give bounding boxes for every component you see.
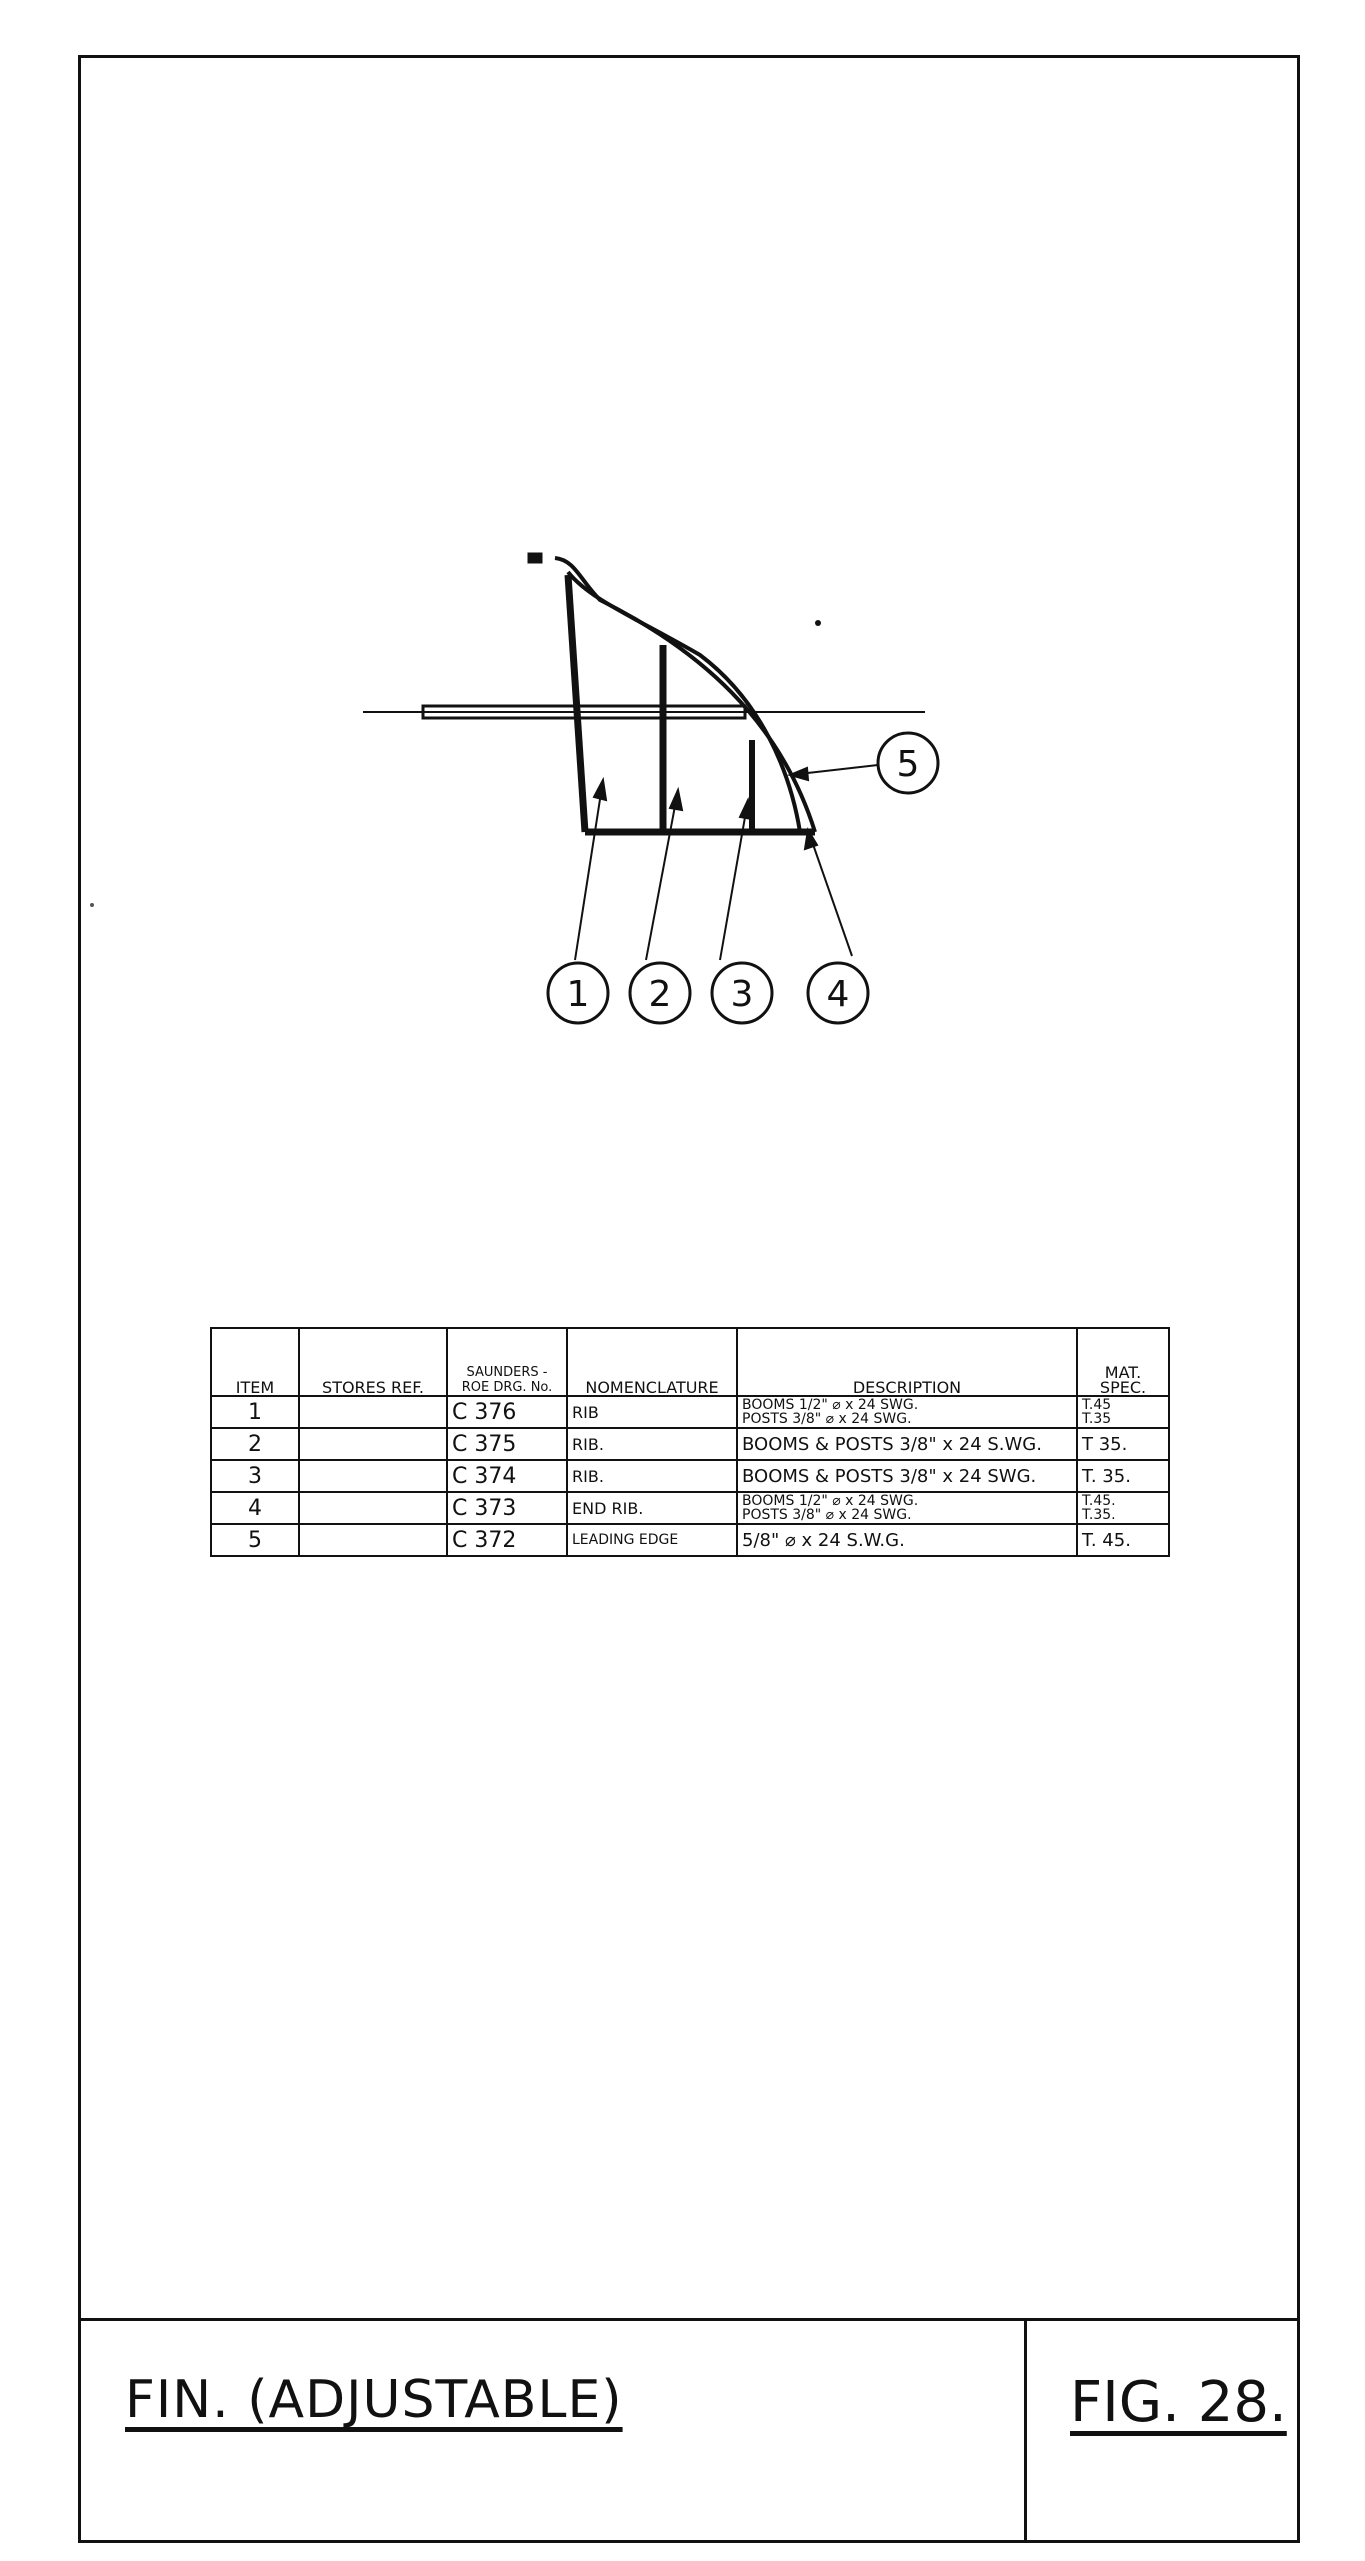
table-row: 2 C 375 RIB. BOOMS & POSTS 3/8" x 24 S.W… xyxy=(210,1427,1170,1461)
cell-drg-no: C 375 xyxy=(446,1427,568,1461)
cell-description: BOOMS & POSTS 3/8" x 24 S.WG. xyxy=(736,1427,1078,1461)
callout-4: 4 xyxy=(827,974,850,1015)
cell-drg-no: C 373 xyxy=(446,1491,568,1525)
callout-1: 1 xyxy=(567,974,590,1015)
cell-nomenclature: RIB. xyxy=(566,1459,738,1493)
description-line: BOOMS & POSTS 3/8" x 24 SWG. xyxy=(742,1465,1037,1487)
cell-nomenclature: END RIB. xyxy=(566,1491,738,1525)
title-block-divider xyxy=(1024,2318,1027,2543)
fin-diagram: 1 2 3 4 5 xyxy=(90,552,940,1025)
leading-edge-inner xyxy=(566,570,802,833)
cell-mat-spec: T 35. xyxy=(1076,1427,1170,1461)
table-row: 5 C 372 LEADING EDGE 5/8" ⌀ x 24 S.W.G. … xyxy=(210,1523,1170,1557)
title-block xyxy=(78,2318,1300,2543)
header-mat-spec: MAT. SPEC. xyxy=(1076,1327,1170,1397)
cell-stores-ref xyxy=(298,1459,448,1493)
cell-drg-no: C 376 xyxy=(446,1395,568,1429)
parts-table: ITEM STORES REF. SAUNDERS - ROE DRG. No.… xyxy=(210,1327,1170,1557)
mat-spec-line: T. 35. xyxy=(1082,1465,1131,1487)
cell-stores-ref xyxy=(298,1427,448,1461)
header-drg-no: SAUNDERS - ROE DRG. No. xyxy=(446,1327,568,1397)
cell-drg-no: C 372 xyxy=(446,1523,568,1557)
callout-circle-1 xyxy=(546,961,610,1025)
header-item: ITEM xyxy=(210,1327,300,1397)
mat-spec-line: T 35. xyxy=(1082,1433,1128,1455)
cell-item: 2 xyxy=(210,1427,300,1461)
mat-spec-line: T.35. xyxy=(1082,1507,1116,1523)
cell-mat-spec: T.45 T.35 xyxy=(1076,1395,1170,1429)
header-nomenclature: NOMENCLATURE xyxy=(566,1327,738,1397)
description-line: POSTS 3/8" ⌀ x 24 SWG. xyxy=(742,1411,912,1427)
cell-description: BOOMS 1/2" ⌀ x 24 SWG. POSTS 3/8" ⌀ x 24… xyxy=(736,1491,1078,1525)
cell-item: 3 xyxy=(210,1459,300,1493)
cell-item: 1 xyxy=(210,1395,300,1429)
hinge-tube xyxy=(421,704,747,720)
mat-spec-line: T.35 xyxy=(1082,1411,1112,1427)
cell-description: 5/8" ⌀ x 24 S.W.G. xyxy=(736,1523,1078,1557)
mat-spec-line: T.45. xyxy=(1082,1493,1116,1509)
cell-drg-no: C 374 xyxy=(446,1459,568,1493)
callout-circle-2 xyxy=(628,961,692,1025)
description-line: BOOMS 1/2" ⌀ x 24 SWG. xyxy=(742,1493,919,1509)
cell-item: 5 xyxy=(210,1523,300,1557)
description-line: BOOMS 1/2" ⌀ x 24 SWG. xyxy=(742,1397,919,1413)
mount-fitting xyxy=(527,552,543,564)
table-row: 4 C 373 END RIB. BOOMS 1/2" ⌀ x 24 SWG. … xyxy=(210,1491,1170,1525)
drawing-border xyxy=(78,55,1300,2543)
cell-mat-spec: T. 35. xyxy=(1076,1459,1170,1493)
leading-edge-outer xyxy=(554,556,817,833)
header-description: DESCRIPTION xyxy=(736,1327,1078,1397)
table-row: 1 C 376 RIB BOOMS 1/2" ⌀ x 24 SWG. POSTS… xyxy=(210,1395,1170,1429)
cell-nomenclature: RIB xyxy=(566,1395,738,1429)
table-row: 3 C 374 RIB. BOOMS & POSTS 3/8" x 24 SWG… xyxy=(210,1459,1170,1493)
cell-stores-ref xyxy=(298,1491,448,1525)
cell-description: BOOMS 1/2" ⌀ x 24 SWG. POSTS 3/8" ⌀ x 24… xyxy=(736,1395,1078,1429)
callout-2: 2 xyxy=(649,974,672,1015)
mat-spec-line: T.45 xyxy=(1082,1397,1112,1413)
callout-5: 5 xyxy=(897,744,920,785)
cell-nomenclature: LEADING EDGE xyxy=(566,1523,738,1557)
callout-circle-3 xyxy=(710,961,774,1025)
callout-circle-5 xyxy=(876,731,940,795)
cell-item: 4 xyxy=(210,1491,300,1525)
cell-mat-spec: T.45. T.35. xyxy=(1076,1491,1170,1525)
cell-nomenclature: RIB. xyxy=(566,1427,738,1461)
callout-circle-4 xyxy=(806,961,870,1025)
description-line: 5/8" ⌀ x 24 S.W.G. xyxy=(742,1529,905,1551)
description-line: POSTS 3/8" ⌀ x 24 SWG. xyxy=(742,1507,912,1523)
table-header-row: ITEM STORES REF. SAUNDERS - ROE DRG. No.… xyxy=(210,1327,1170,1397)
header-stores-ref: STORES REF. xyxy=(298,1327,448,1397)
cell-stores-ref xyxy=(298,1523,448,1557)
cell-stores-ref xyxy=(298,1395,448,1429)
cell-description: BOOMS & POSTS 3/8" x 24 SWG. xyxy=(736,1459,1078,1493)
rib-1 xyxy=(564,574,589,833)
cell-mat-spec: T. 45. xyxy=(1076,1523,1170,1557)
figure-number: FIG. 28. xyxy=(1070,2370,1287,2435)
description-line: BOOMS & POSTS 3/8" x 24 S.WG. xyxy=(742,1433,1042,1455)
drawing-title: FIN. (ADJUSTABLE) xyxy=(125,2370,623,2430)
callout-3: 3 xyxy=(731,974,754,1015)
mat-spec-line: T. 45. xyxy=(1082,1529,1131,1551)
